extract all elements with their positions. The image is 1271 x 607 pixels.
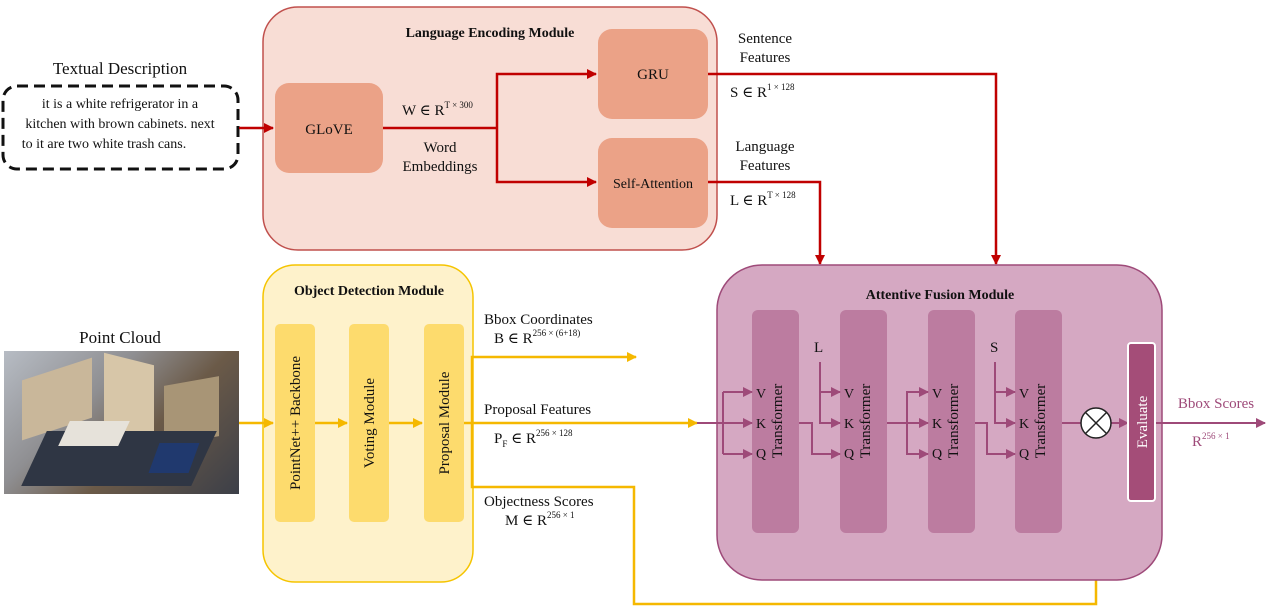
svg-text:V: V: [932, 387, 942, 402]
fusion-module-title: Attentive Fusion Module: [866, 288, 1015, 303]
description-line-3: to it are two white trash cans.: [22, 137, 186, 152]
language-module-title: Language Encoding Module: [406, 26, 575, 41]
svg-text:V: V: [844, 387, 854, 402]
svg-text:Q: Q: [844, 447, 854, 462]
point-cloud-title: Point Cloud: [79, 328, 161, 347]
glove-block: [275, 83, 383, 173]
self-attention-block: [598, 138, 708, 228]
pf-dimension: PF ∈ R256 × 128: [494, 428, 573, 449]
multiply-node: [1080, 407, 1112, 439]
word-embeddings-line-1: Word: [424, 140, 457, 156]
svg-text:K: K: [1019, 417, 1029, 432]
s-input-label: S: [990, 340, 998, 356]
pointnet-backbone-label: PointNet++ Backbone: [288, 356, 304, 490]
proposal-module-label: Proposal Module: [437, 371, 453, 474]
w-dimension: W ∈ RT × 300: [402, 100, 473, 119]
svg-text:K: K: [756, 417, 766, 432]
svg-text:K: K: [932, 417, 942, 432]
language-features-line-2: Features: [740, 158, 791, 174]
svg-text:Q: Q: [756, 447, 766, 462]
language-arrows: [239, 69, 1001, 265]
bbox-scores-label: Bbox Scores: [1178, 396, 1254, 412]
svg-text:V: V: [756, 387, 766, 402]
textual-description-title: Textual Description: [53, 59, 188, 78]
transformer-1: Transformer V K Q: [752, 310, 799, 533]
svg-text:K: K: [844, 417, 854, 432]
transformer-2: Transformer V K Q: [840, 310, 887, 533]
pointnet-backbone-block: [275, 324, 315, 522]
svg-text:Transformer: Transformer: [1033, 384, 1049, 458]
output-dimension: R256 × 1: [1192, 431, 1230, 450]
objectness-scores-label: Objectness Scores: [484, 494, 594, 510]
bbox-coordinates-label: Bbox Coordinates: [484, 312, 593, 328]
language-features-line-1: Language: [735, 139, 794, 155]
word-embeddings-line-2: Embeddings: [403, 159, 478, 175]
self-attention-label: Self-Attention: [613, 177, 693, 192]
svg-text:V: V: [1019, 387, 1029, 402]
b-dimension: B ∈ R256 × (6+18): [494, 328, 580, 347]
sentence-features-line-1: Sentence: [738, 31, 792, 47]
proposal-module-block: [424, 324, 464, 522]
svg-text:Transformer: Transformer: [858, 384, 874, 458]
proposal-features-label: Proposal Features: [484, 402, 591, 418]
glove-label: GLoVE: [305, 122, 353, 138]
gru-block: [598, 29, 708, 119]
l-dimension: L ∈ RT × 128: [730, 190, 796, 209]
transformer-3: Transformer V K Q: [928, 310, 975, 533]
detection-module-title: Object Detection Module: [294, 284, 444, 299]
evaluate-block: [1127, 342, 1156, 502]
description-line-1: it is a white refrigerator in a: [42, 97, 199, 112]
svg-text:Q: Q: [932, 447, 942, 462]
gru-label: GRU: [637, 67, 669, 83]
voting-module-label: Voting Module: [362, 378, 378, 468]
description-line-2: kitchen with brown cabinets. next: [25, 117, 214, 132]
evaluate-label: Evaluate: [1135, 395, 1151, 448]
fusion-arrows: [697, 362, 1266, 459]
sentence-features-line-2: Features: [740, 50, 791, 66]
l-input-label: L: [814, 340, 823, 356]
m-dimension: M ∈ R256 × 1: [505, 510, 575, 529]
s-dimension: S ∈ R1 × 128: [730, 82, 795, 101]
textual-description-box: [1, 84, 240, 171]
svg-text:Transformer: Transformer: [946, 384, 962, 458]
voting-module-block: [349, 324, 389, 522]
point-cloud-image: [4, 351, 239, 494]
transformer-4: Transformer V K Q: [1015, 310, 1062, 533]
svg-text:Q: Q: [1019, 447, 1029, 462]
svg-text:Transformer: Transformer: [770, 384, 786, 458]
